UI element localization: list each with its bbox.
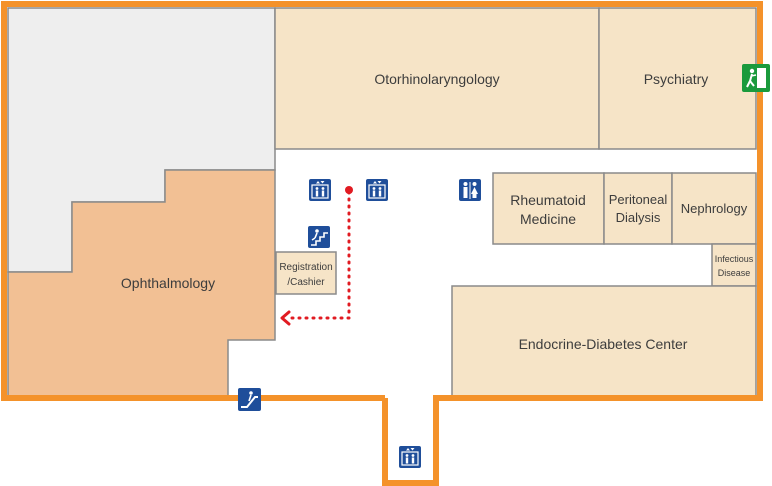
room-ophthalmology-label: Ophthalmology	[121, 275, 215, 291]
elevator-icon[interactable]	[366, 179, 388, 201]
stairs-icon[interactable]	[308, 226, 330, 248]
room-rheumatoid-medicine[interactable]	[492, 172, 605, 245]
registration-label-line2: /Cashier	[287, 277, 325, 288]
room-peritoneal-label-line1: Peritoneal	[609, 192, 668, 207]
room-infectious-label-line1: Infectious	[715, 254, 754, 264]
room-rheumatoid-label-line2: Medicine	[520, 211, 576, 227]
emergency-exit-icon[interactable]	[742, 64, 770, 92]
escalator-icon[interactable]	[238, 388, 261, 411]
restroom-icon[interactable]	[459, 179, 481, 201]
route-arrowhead	[280, 310, 291, 326]
room-peritoneal-label-line2: Dialysis	[616, 210, 661, 225]
room-nephrology-label: Nephrology	[681, 201, 748, 216]
room-otorhinolaryngology[interactable]	[274, 7, 600, 150]
room-otorhinolaryngology-label: Otorhinolaryngology	[374, 71, 499, 87]
registration-cashier-desk[interactable]	[275, 251, 337, 295]
elevator-icon[interactable]	[399, 446, 421, 468]
registration-label-line1: Registration	[279, 262, 332, 273]
room-endocrine-label: Endocrine-Diabetes Center	[519, 336, 688, 352]
elevator-icon[interactable]	[309, 179, 331, 201]
room-rheumatoid-label-line1: Rheumatoid	[510, 192, 586, 208]
route-path	[288, 190, 351, 320]
room-infectious-label-line2: Disease	[718, 268, 751, 278]
room-infectious-disease[interactable]	[711, 243, 757, 287]
route-start-marker	[345, 186, 353, 194]
room-psychiatry-label: Psychiatry	[644, 71, 709, 87]
room-peritoneal-dialysis[interactable]	[603, 172, 673, 245]
